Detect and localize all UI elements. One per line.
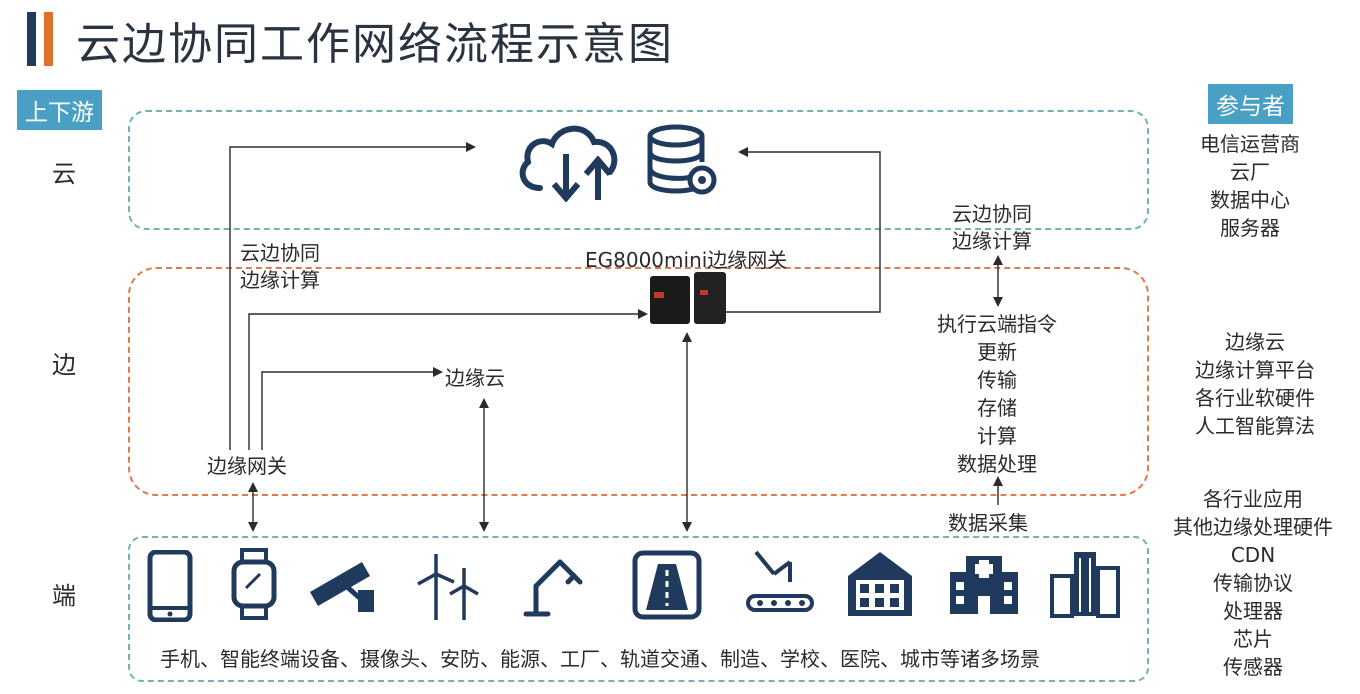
page-title: 云边协同工作网络流程示意图	[76, 19, 674, 70]
gateway-device-icon	[650, 272, 726, 324]
edge-task-item: 传输	[977, 368, 1017, 392]
layer-label-cloud: 云	[52, 160, 76, 188]
end-layer-box	[128, 536, 1149, 682]
school-icon	[848, 552, 912, 616]
edge-task-item: 数据处理	[957, 452, 1037, 476]
city-buildings-icon	[1050, 552, 1120, 618]
edge-cloud-node: 边缘云	[445, 366, 505, 390]
participant-item: 人工智能算法	[1195, 414, 1315, 438]
participant-item: 处理器	[1223, 599, 1283, 623]
participant-item: 服务器	[1220, 216, 1280, 240]
smartwatch-icon	[231, 548, 277, 620]
participants-edge: 边缘云 边缘计算平台 各行业软硬件 人工智能算法	[1160, 328, 1350, 440]
edge-layer-box	[128, 267, 1149, 496]
devices-caption: 手机、智能终端设备、摄像头、安防、能源、工厂、轨道交通、制造、学校、医院、城市等…	[160, 647, 1040, 671]
participant-item: 电信运营商	[1200, 132, 1300, 156]
participant-item: 各行业软硬件	[1195, 386, 1315, 410]
collab-left-line2: 边缘计算	[240, 268, 320, 292]
layer-label-edge: 边	[52, 351, 76, 379]
database-gear-icon	[647, 124, 717, 195]
camera-icon	[310, 562, 374, 612]
participants-end: 各行业应用 其他边缘处理硬件 CDN 传输协议 处理器 芯片 传感器	[1150, 485, 1356, 681]
participant-item: 各行业应用	[1203, 487, 1303, 511]
hospital-icon	[950, 556, 1018, 614]
layer-label-end: 端	[52, 582, 76, 610]
gateway-device-label: EG8000mini边缘网关	[585, 248, 788, 272]
participants-cloud: 电信运营商 云厂 数据中心 服务器	[1170, 130, 1330, 242]
edge-task-item: 更新	[977, 340, 1017, 364]
arrow-device-to-cloud	[710, 147, 881, 313]
cloud-sync-icon	[519, 125, 618, 202]
participant-item: 传输协议	[1213, 571, 1293, 595]
title-bar-navy	[27, 12, 36, 66]
participant-item: 其他边缘处理硬件	[1173, 515, 1333, 539]
title-bar-orange	[44, 12, 53, 66]
wind-turbine-icon	[417, 554, 479, 620]
arrow-gateway-to-device	[248, 309, 648, 450]
participant-item: 传感器	[1223, 655, 1283, 679]
participant-item: 边缘计算平台	[1195, 358, 1315, 382]
participant-item: 芯片	[1233, 627, 1273, 651]
edge-task-item: 存储	[977, 396, 1017, 420]
participant-item: CDN	[1230, 543, 1276, 567]
phone-icon	[147, 550, 193, 622]
arrow-gateway-to-edge-cloud	[261, 367, 443, 450]
highway-icon	[632, 550, 702, 620]
participant-item: 边缘云	[1225, 330, 1285, 354]
collab-label-right: 云边协同 边缘计算	[952, 201, 1032, 255]
participant-item: 云厂	[1230, 160, 1270, 184]
edge-gateway-node: 边缘网关	[207, 454, 287, 478]
participants-tag: 参与者	[1208, 84, 1293, 124]
robot-arm-icon	[523, 559, 583, 617]
upstream-downstream-tag: 上下游	[17, 90, 102, 130]
edge-task-list: 执行云端指令 更新 传输 存储 计算 数据处理	[912, 310, 1082, 478]
collab-label-left: 云边协同 边缘计算	[240, 240, 320, 294]
cloud-layer-box	[128, 110, 1149, 230]
participant-item: 数据中心	[1210, 188, 1290, 212]
data-collect-label: 数据采集	[948, 511, 1028, 535]
collab-left-line1: 云边协同	[240, 241, 320, 265]
arrow-gateway-to-cloud	[229, 142, 476, 450]
edge-task-item: 计算	[977, 424, 1017, 448]
manufacturing-icon	[746, 550, 814, 612]
collab-right-line2: 边缘计算	[952, 229, 1032, 253]
edge-task-item: 执行云端指令	[937, 312, 1057, 336]
collab-right-line1: 云边协同	[952, 202, 1032, 226]
